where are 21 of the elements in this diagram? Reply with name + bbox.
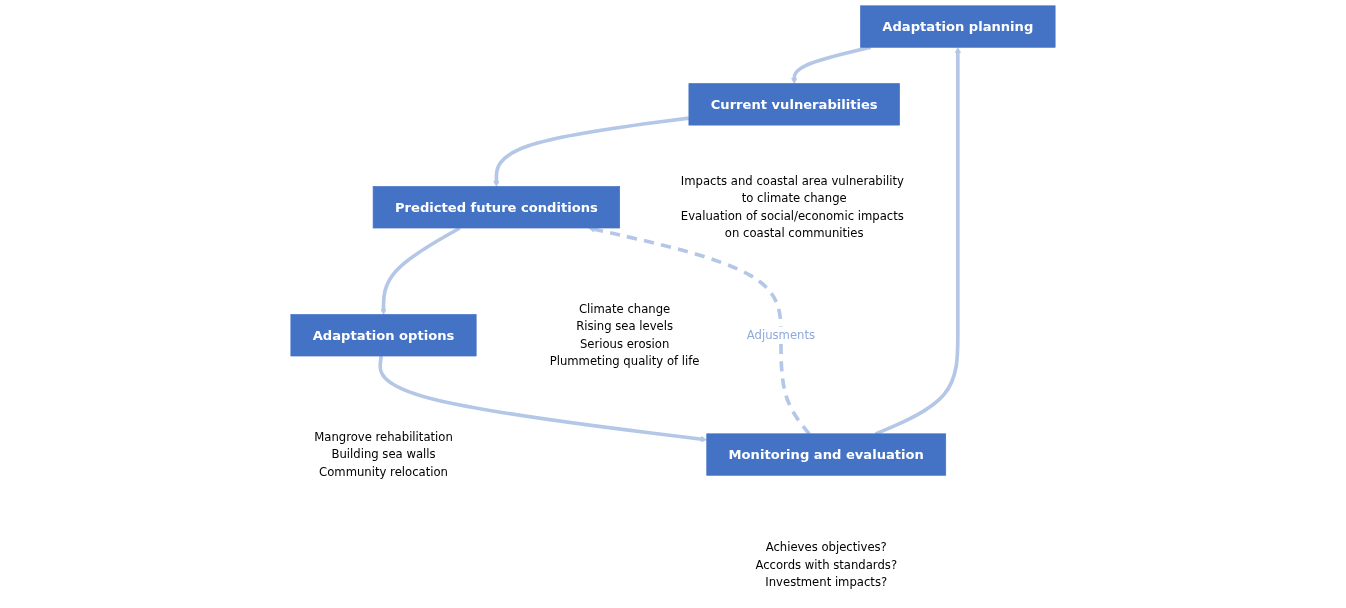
node-label: Community relocation bbox=[319, 464, 448, 479]
node-label: Climate change bbox=[578, 301, 671, 316]
node-box: Current vulnerabilities bbox=[688, 83, 900, 126]
node-box: Adaptation planning bbox=[860, 5, 1056, 48]
node-label: Evaluation of social/economic impacts on coastal communities bbox=[680, 208, 904, 240]
node-label: Mangrove rehabilitation bbox=[314, 429, 453, 444]
node-label: Impacts and coastal area vulnerability to climate change bbox=[680, 173, 904, 206]
node-box: Predicted future conditions bbox=[372, 186, 620, 229]
node-label: Building sea walls bbox=[331, 447, 436, 462]
arrow bbox=[378, 355, 708, 443]
node-box: Adaptation options bbox=[290, 314, 477, 357]
node-label: Plummeting quality of life bbox=[549, 354, 700, 368]
node-label: Investment impacts? bbox=[765, 575, 888, 590]
arrow bbox=[493, 116, 690, 187]
node-box: Monitoring and evaluation bbox=[706, 433, 947, 476]
node-label: Accords with standards? bbox=[755, 557, 898, 572]
arrow bbox=[791, 45, 872, 84]
node-label: Achieves objectives? bbox=[765, 540, 887, 555]
edge-label: Adjusments bbox=[746, 328, 816, 342]
node-label: Rising sea levels bbox=[576, 319, 674, 334]
node-label: Serious erosion bbox=[579, 336, 670, 351]
